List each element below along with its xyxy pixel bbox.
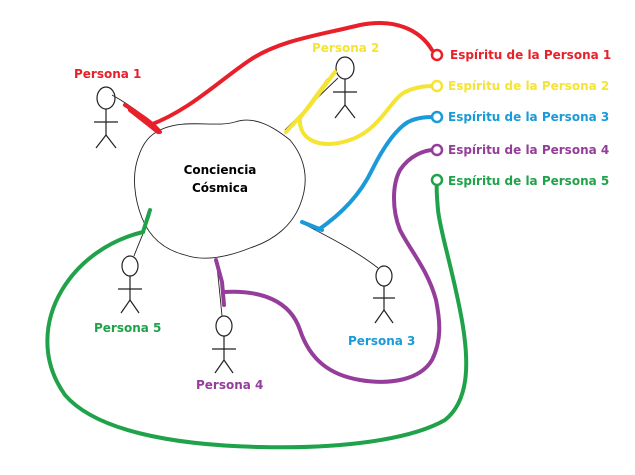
person-2-cord [284, 70, 444, 146]
center-label-line2: Cósmica [192, 181, 248, 195]
person-4-figure [212, 315, 236, 374]
person-5-spirit-label: Espíritu de la Persona 5 [448, 174, 609, 188]
person-2-spirit-node [430, 79, 444, 93]
person-2-spirit-label: Espíritu de la Persona 2 [448, 79, 609, 93]
cosmic-consciousness-blob [134, 119, 306, 259]
person-5-label: Persona 5 [94, 321, 161, 335]
person-3-figure [373, 265, 395, 324]
person-4-cord [214, 143, 444, 384]
person-1-figure [94, 86, 118, 149]
person-3-spirit-node [430, 110, 444, 124]
person-1-label: Persona 1 [74, 67, 141, 81]
center-label-line1: Conciencia [184, 163, 257, 177]
person-1-cord [123, 20, 444, 134]
person-5-cord [45, 173, 469, 450]
person-3-label: Persona 3 [348, 334, 415, 348]
person-4-spirit-label: Espíritu de la Persona 4 [448, 143, 609, 157]
person-1-spirit-node [430, 48, 444, 62]
person-4-spirit-node [430, 143, 444, 157]
person-1-spirit-label: Espíritu de la Persona 1 [450, 48, 611, 62]
person-2-label: Persona 2 [312, 41, 379, 55]
person-5-spirit-node [430, 173, 444, 187]
person-3-spirit-label: Espíritu de la Persona 3 [448, 110, 609, 124]
person-4-label: Persona 4 [196, 378, 263, 392]
person-3-cord [300, 110, 444, 232]
person-2-figure [333, 56, 357, 119]
person-5-figure [118, 255, 142, 314]
